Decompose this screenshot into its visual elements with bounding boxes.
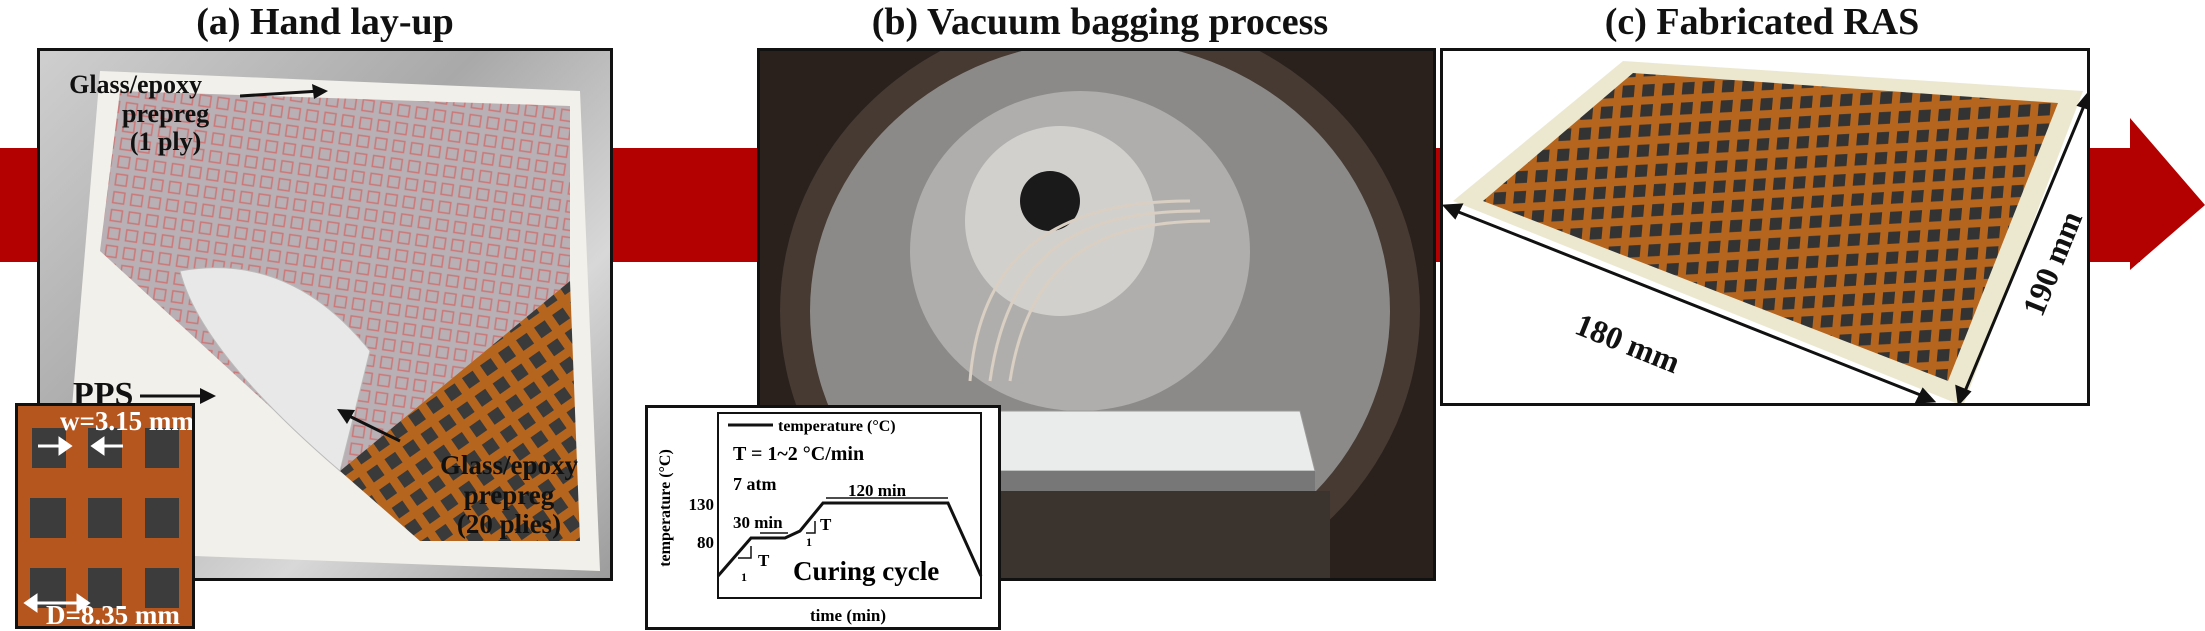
caption: Curing cycle: [793, 556, 939, 586]
slope-T: T: [758, 551, 770, 570]
hold1-label: 30 min: [733, 513, 783, 532]
slope-1: 1: [741, 570, 747, 584]
title-c: (c) Fabricated RAS: [1604, 1, 1920, 43]
y-axis-label: temperature (°C): [657, 449, 674, 567]
hold2-label: 120 min: [848, 481, 907, 500]
pressure-label: 7 atm: [733, 474, 777, 494]
ytick-130: 130: [689, 495, 715, 514]
arrow-icon: [337, 409, 401, 443]
panel-fabricated-ras-photo: 180 mm 190 mm: [1440, 48, 2090, 406]
label-width: w=3.15 mm: [60, 406, 194, 436]
label-period: D=8.35 mm: [46, 600, 180, 629]
slope-T: T: [820, 515, 832, 534]
legend: temperature (°C): [778, 418, 896, 435]
inset-unit-cell-photo: w=3.15 mm D=8.35 mm: [15, 403, 195, 629]
ras-illustration: [1443, 61, 2087, 403]
rate-label: T = 1~2 °C/min: [733, 443, 864, 465]
title-a: (a) Hand lay-up: [196, 1, 454, 43]
temperature-curve: [716, 501, 983, 577]
label-glass-epoxy-20plies: Glass/epoxy prepreg (20 plies): [440, 450, 579, 540]
arrow-icon: [140, 388, 216, 404]
arrow-icon: [240, 84, 328, 99]
panel-hand-layup-photo: Glass/epoxy prepreg (1 ply) PPS Glass/ep…: [37, 48, 613, 581]
curing-cycle-chart: temperature (°C) T = 1~2 °C/min 7 atm 13…: [645, 405, 1001, 630]
ytick-80: 80: [697, 533, 714, 552]
layup-illustration: [60, 71, 600, 571]
label-glass-epoxy-1ply: Glass/epoxy prepreg (1 ply): [69, 70, 210, 157]
slope-1: 1: [806, 535, 812, 549]
plot-frame: [717, 412, 982, 599]
x-axis-label: time (min): [810, 606, 886, 625]
title-b: (b) Vacuum bagging process: [871, 1, 1329, 43]
